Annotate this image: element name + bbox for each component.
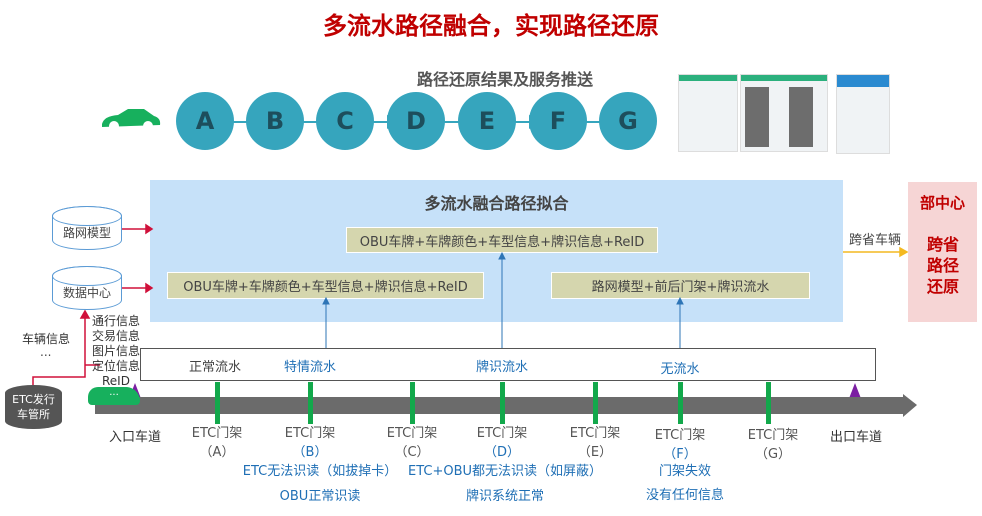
- gantry-label-d: ETC门架 （D）: [462, 424, 542, 462]
- screenshot-mobile: [836, 74, 890, 154]
- info-item: 交易信息: [92, 329, 141, 343]
- gantry-name: ETC门架: [747, 428, 799, 443]
- entry-lane-label: 入口车道: [108, 430, 161, 445]
- path-node-f: F: [529, 92, 587, 150]
- path-node-e: E: [458, 92, 516, 150]
- gantry-a: [215, 382, 220, 424]
- path-node-b: B: [246, 92, 304, 150]
- road-model-db: 路网模型: [52, 206, 122, 250]
- note-f-failure: 门架失效: [658, 464, 711, 479]
- gantry-name: ETC门架: [386, 426, 438, 441]
- gantry-label-a: ETC门架 （A）: [177, 424, 257, 462]
- ministry-body: 跨省路径还原: [926, 235, 959, 296]
- flow-normal: 正常流水: [188, 360, 241, 375]
- note-d-plate: 牌识系统正常: [465, 489, 544, 504]
- flow-special: 特情流水: [283, 360, 336, 375]
- gantry-e: [593, 382, 598, 424]
- fusion-box-plate: OBU车牌+车牌颜色+车型信息+牌识信息+ReID: [346, 227, 658, 253]
- exit-lane-label: 出口车道: [829, 430, 882, 445]
- gantry-name: ETC门架: [569, 426, 621, 441]
- gantry-g: [766, 382, 771, 424]
- screenshot-list: [678, 74, 738, 152]
- note-f-no-info: 没有任何信息: [645, 488, 724, 503]
- path-node-a: A: [176, 92, 234, 150]
- gantry-name: ETC门架: [476, 426, 528, 441]
- gantry-label-c: ETC门架 （C）: [372, 424, 452, 462]
- info-list: 通行信息 交易信息 图片信息 定位信息 ReID: [92, 314, 140, 389]
- page-title: 多流水路径融合，实现路径还原: [323, 12, 659, 40]
- vehicle-info-ellipsis: ...: [40, 345, 52, 359]
- vehicle-info-label: 车辆信息: [22, 332, 71, 346]
- note-b-obu: OBU正常识读: [279, 489, 361, 504]
- data-center-db: 数据中心: [52, 266, 122, 310]
- gantry-id: （E）: [577, 445, 613, 460]
- flow-plate: 牌识流水: [475, 360, 528, 375]
- gantry-id: （G）: [754, 447, 792, 462]
- cross-province-label: 跨省车辆: [848, 233, 901, 248]
- path-node-d: D: [387, 92, 445, 150]
- fusion-box-none: 路网模型+前后门架+牌识流水: [551, 272, 810, 299]
- flow-bar: [140, 348, 876, 381]
- gantry-id: （B）: [292, 445, 328, 460]
- car-icon: [102, 109, 161, 131]
- gantry-c: [410, 382, 415, 424]
- gantry-b: [308, 382, 313, 424]
- result-title: 路径还原结果及服务推送: [416, 70, 593, 89]
- gantry-id: （C）: [394, 445, 430, 460]
- gantry-id: （D）: [483, 445, 520, 460]
- info-item: ReID: [102, 374, 130, 388]
- gantry-label-g: ETC门架 （G）: [733, 426, 813, 464]
- path-node-c: C: [316, 92, 374, 150]
- gantry-name: ETC门架: [284, 426, 336, 441]
- gantry-label-f: ETC门架 （F）: [640, 426, 720, 464]
- path-node-g: G: [599, 92, 657, 150]
- info-item: 图片信息: [92, 344, 141, 358]
- gantry-label-e: ETC门架 （E）: [555, 424, 635, 462]
- gantry-label-b: ETC门架 （B）: [270, 424, 350, 462]
- fusion-box-special: OBU车牌+车牌颜色+车型信息+牌识信息+ReID: [167, 272, 484, 299]
- gantry-id: （F）: [663, 447, 697, 462]
- note-d-etc-obu: ETC+OBU都无法识读（如屏蔽）: [407, 464, 603, 479]
- gantry-d: [500, 382, 505, 424]
- etc-issuer-db: ETC发行车管所: [5, 385, 62, 429]
- note-b-etc: ETC无法识读（如拔掉卡）: [242, 464, 398, 479]
- fusion-title: 多流水融合路径拟合: [424, 194, 569, 213]
- vehicle-icon: ...: [88, 387, 140, 405]
- info-item: 通行信息: [92, 314, 141, 328]
- highway-road: [95, 397, 903, 414]
- gantry-name: ETC门架: [191, 426, 243, 441]
- gantry-f: [678, 382, 683, 424]
- gantry-id: （A）: [199, 445, 235, 460]
- info-item: 定位信息: [92, 359, 141, 373]
- screenshot-images: [740, 74, 828, 152]
- flow-none: 无流水: [660, 362, 700, 377]
- ministry-title: 部中心: [919, 194, 965, 212]
- gantry-name: ETC门架: [654, 428, 706, 443]
- ministry-center-panel: [908, 182, 977, 322]
